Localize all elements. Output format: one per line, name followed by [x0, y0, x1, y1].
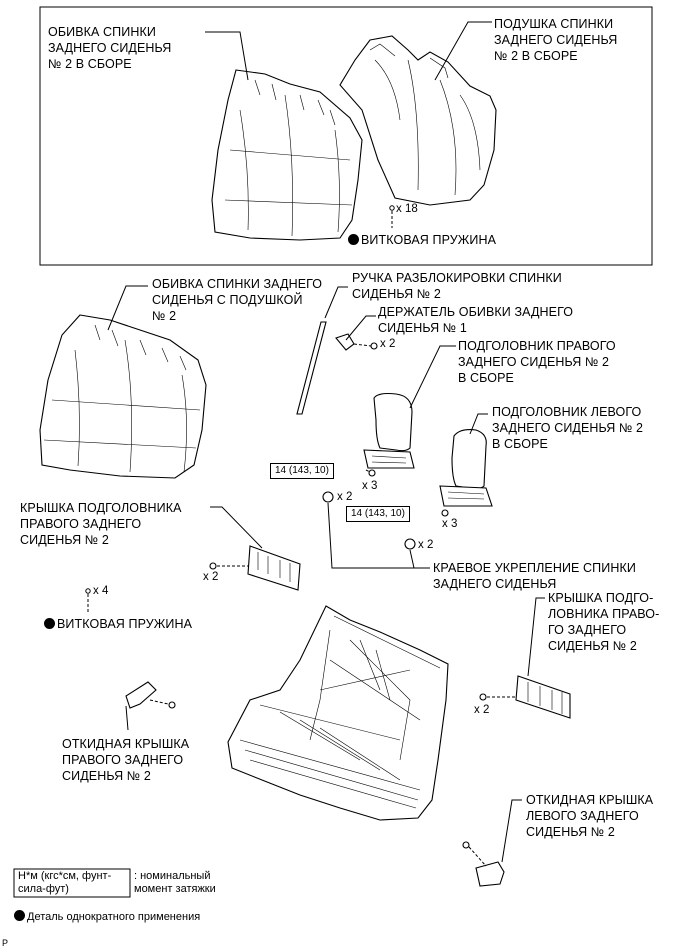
torque-spec-rh: 14 (143, 10) — [270, 463, 334, 479]
seatback-frame-drawing — [227, 605, 449, 821]
label-edge-support-qty-a: x 2 — [337, 491, 353, 503]
label-edge-support-qty-b: x 2 — [418, 539, 434, 551]
seatback-cover-with-pad-drawing — [39, 314, 207, 479]
cover-holder-drawing — [335, 315, 378, 351]
label-hinge-cover-rh: ОТКИДНАЯ КРЫШКА ПРАВОГО ЗАДНЕГО СИДЕНЬЯ … — [62, 737, 190, 783]
label-headrest-support-lh: ПОДГОЛОВНИК ЛЕВОГО ЗАДНЕГО СИДЕНЬЯ № 2 В… — [492, 405, 644, 451]
hinge-cover-lh-drawing — [462, 799, 522, 887]
label-headrest-cover-rh-qty: x 2 — [203, 571, 219, 583]
seatback-cover-drawing — [211, 69, 363, 241]
label-torque-lh-qty: x 3 — [442, 518, 458, 530]
non-reusable-mark-icon — [44, 618, 55, 629]
label-headrest-cover-rh2-qty: x 2 — [474, 704, 490, 716]
lock-release-handle-drawing — [296, 286, 348, 415]
label-holder-qty: x 2 — [380, 338, 396, 350]
label-hog-ring-qty-mid: x 4 — [93, 585, 109, 597]
label-torque-rh-qty: x 3 — [362, 480, 378, 492]
label-cover-holder: ДЕРЖАТЕЛЬ ОБИВКИ ЗАДНЕГО СИДЕНЬЯ № 1 — [378, 305, 574, 335]
non-reusable-mark-icon — [348, 234, 359, 245]
label-lock-release-handle: РУЧКА РАЗБЛОКИРОВКИ СПИНКИ СИДЕНЬЯ № 2 — [352, 271, 562, 301]
label-hog-ring-qty-top: x 18 — [396, 203, 418, 215]
non-reusable-mark-icon — [14, 910, 25, 921]
hog-ring-mid-text: ВИТКОВАЯ ПРУЖИНА — [57, 617, 193, 631]
label-headrest-support-rh: ПОДГОЛОВНИК ПРАВОГО ЗАДНЕГО СИДЕНЬЯ № 2 … — [458, 339, 616, 385]
headrest-cover-rh-drawing — [209, 506, 301, 591]
label-headrest-cover-rh: КРЫШКА ПОДГОЛОВНИКА ПРАВОГО ЗАДНЕГО СИДЕ… — [20, 501, 182, 547]
seatback-pad-drawing — [339, 35, 497, 206]
label-seatback-cover-with-pad: ОБИВКА СПИНКИ ЗАДНЕГО СИДЕНЬЯ С ПОДУШКОЙ… — [152, 277, 323, 323]
label-seatback-pad-assy: ПОДУШКА СПИНКИ ЗАДНЕГО СИДЕНЬЯ № 2 В СБО… — [494, 17, 618, 63]
legend-non-reusable-text: Деталь однократного применения — [27, 911, 201, 923]
label-hinge-cover-lh: ОТКИДНАЯ КРЫШКА ЛЕВОГО ЗАДНЕГО СИДЕНЬЯ №… — [526, 793, 654, 839]
label-seatback-cover-assy: ОБИВКА СПИНКИ ЗАДНЕГО СИДЕНЬЯ № 2 В СБОР… — [48, 25, 172, 71]
headrest-cover-rh2-drawing — [479, 597, 571, 719]
hinge-cover-rh-drawing — [125, 681, 176, 731]
label-headrest-cover-rh2: КРЫШКА ПОДГО- ЛОВНИКА ПРАВО- ГО ЗАДНЕГО … — [548, 591, 660, 653]
hog-ring-top-text: ВИТКОВАЯ ПРУЖИНА — [361, 233, 497, 247]
legend-non-reusable: Деталь однократного применения — [14, 910, 200, 924]
headrest-support-lh-drawing — [439, 413, 493, 517]
label-hog-ring-mid: ВИТКОВАЯ ПРУЖИНА — [44, 616, 192, 632]
headrest-support-rh-drawing — [363, 345, 456, 477]
legend-torque-unit: Н*м (кгс*см, фунт- сила-фут) — [18, 870, 112, 895]
top-group-frame — [39, 6, 653, 266]
footer-code: P — [2, 938, 9, 948]
legend-torque-desc: : номинальный момент затяжки — [134, 870, 216, 895]
edge-support-drawing — [322, 491, 430, 569]
torque-spec-lh: 14 (143, 10) — [346, 506, 410, 522]
label-hog-ring-top: ВИТКОВАЯ ПРУЖИНА — [348, 232, 496, 248]
label-edge-support: КРАЕВОЕ УКРЕПЛЕНИЕ СПИНКИ ЗАДНЕГО СИДЕНЬ… — [433, 561, 636, 591]
